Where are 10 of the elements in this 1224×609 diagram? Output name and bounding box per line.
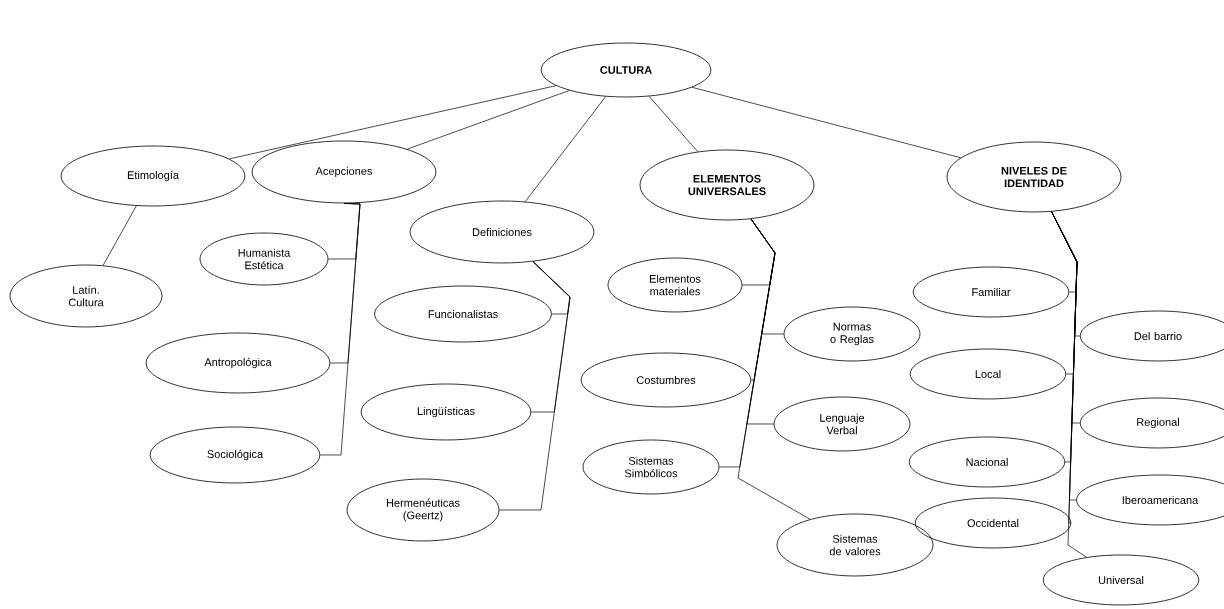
connector-line bbox=[648, 96, 699, 152]
connector-line bbox=[499, 261, 571, 511]
connector-line bbox=[229, 85, 557, 160]
connector-line bbox=[524, 96, 606, 202]
connector-line bbox=[319, 203, 361, 456]
connector-line bbox=[691, 86, 961, 159]
connector-line bbox=[1051, 211, 1087, 558]
connector-line bbox=[102, 205, 137, 266]
connector-line bbox=[737, 218, 811, 520]
connector-line bbox=[406, 90, 570, 150]
